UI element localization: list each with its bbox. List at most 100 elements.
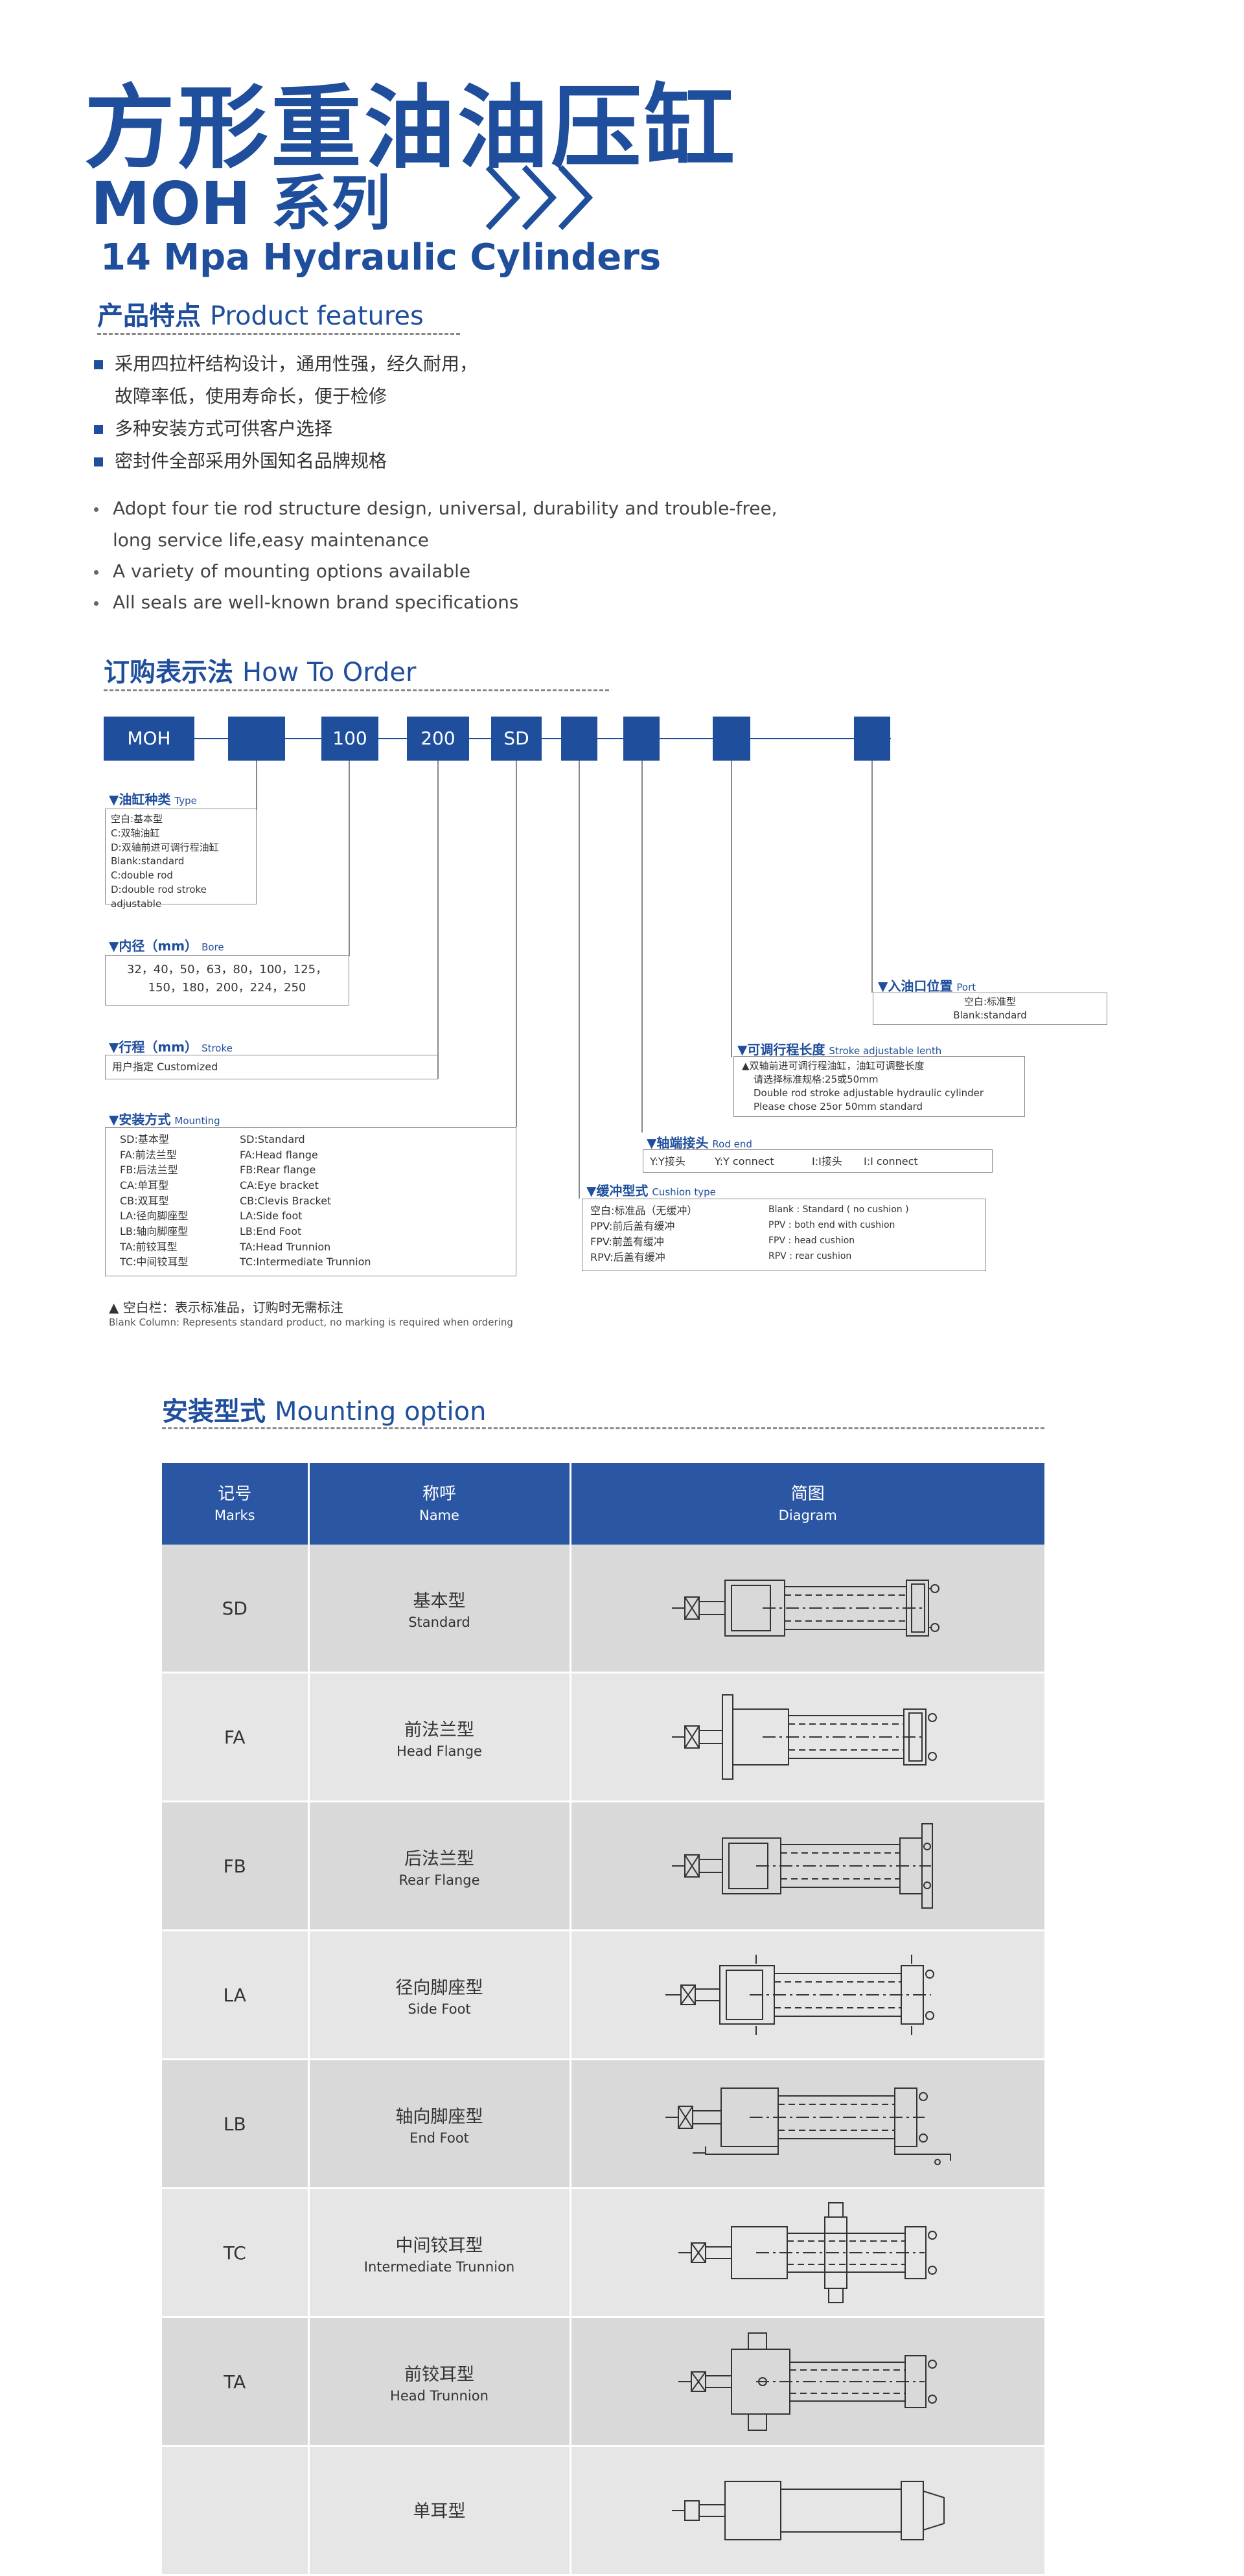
series-title: MOH 系列 bbox=[91, 169, 391, 238]
feature-cn-3: 密封件全部采用外国知名品牌规格 bbox=[94, 447, 387, 473]
features-divider bbox=[97, 333, 460, 335]
leader-stroke bbox=[437, 761, 439, 1079]
order-box-rodend bbox=[623, 717, 660, 761]
bore-label: ▼内径（mm）Bore bbox=[109, 938, 224, 954]
chevrons-icon bbox=[483, 162, 612, 236]
port-box: 空白:标准型 Blank:standard bbox=[873, 993, 1107, 1025]
leader-bore bbox=[349, 761, 350, 956]
cushion-box: 空白:标准品（无缓冲）Blank : Standard ( no cushion… bbox=[582, 1199, 986, 1271]
order-heading: 订购表示法 How To Order bbox=[104, 651, 416, 689]
order-divider bbox=[104, 689, 609, 691]
type-box: 空白:基本型 C:双轴油缸 D:双轴前进可调行程油缸 Blank:standar… bbox=[105, 809, 257, 910]
order-heading-cn: 订购表示法 bbox=[104, 658, 233, 687]
stroke-box: 用户指定 Customized bbox=[105, 1055, 438, 1079]
bullet-dot-icon bbox=[94, 601, 98, 606]
order-box-adjust bbox=[713, 717, 750, 761]
row-name: 单耳型 bbox=[308, 2446, 571, 2576]
order-box-type bbox=[228, 717, 285, 761]
intermediate-trunnion-cylinder-drawing bbox=[570, 2188, 1044, 2318]
feature-en-1: Adopt four tie rod structure design, uni… bbox=[94, 498, 778, 519]
feature-en-3: All seals are well-known brand specifica… bbox=[94, 592, 519, 613]
row-mark: LB bbox=[162, 2059, 310, 2189]
page-title: 方形重油油压缸 bbox=[84, 76, 738, 181]
adjust-box: ▲双轴前进可调行程油缸，油缸可调整长度 请选择标准规格:25或50mm Doub… bbox=[733, 1056, 1025, 1117]
standard-cylinder-drawing bbox=[570, 1545, 1044, 1673]
bullet-square-icon bbox=[94, 360, 103, 369]
order-box-port bbox=[854, 717, 890, 761]
order-box-bore: 100 bbox=[321, 717, 378, 761]
end-foot-cylinder-drawing bbox=[570, 2059, 1044, 2189]
row-mark: TA bbox=[162, 2317, 310, 2447]
rear-flange-cylinder-drawing bbox=[570, 1801, 1044, 1931]
mounting-option-heading-cn: 安装型式 bbox=[162, 1397, 266, 1427]
row-mark: FB bbox=[162, 1801, 310, 1931]
leader-mounting bbox=[516, 761, 517, 1127]
order-note-en: Blank Column: Represents standard produc… bbox=[109, 1317, 513, 1328]
feature-cn-2: 多种安装方式可供客户选择 bbox=[94, 415, 332, 441]
head-trunnion-cylinder-drawing bbox=[570, 2317, 1044, 2447]
row-mark: TC bbox=[162, 2188, 310, 2318]
mounting-option-divider bbox=[162, 1427, 1044, 1429]
rodend-box: Y:Y接头 Y:Y connect I:I接头 I:I connect bbox=[643, 1149, 993, 1173]
leader-cushion bbox=[579, 761, 580, 1199]
eye-bracket-cylinder-drawing bbox=[570, 2446, 1044, 2576]
leader-port bbox=[871, 761, 873, 993]
feature-en-2: A variety of mounting options available bbox=[94, 560, 470, 582]
table-row: 单耳型 bbox=[162, 2446, 1044, 2576]
order-box-mounting: SD bbox=[491, 717, 542, 761]
feature-cn-1: 采用四拉杆结构设计，通用性强，经久耐用， bbox=[94, 350, 478, 376]
mounting-option-heading: 安装型式 Mounting option bbox=[162, 1390, 486, 1428]
bullet-square-icon bbox=[94, 425, 103, 434]
row-mark bbox=[162, 2446, 310, 2576]
feature-en-1-cont: long service life,easy maintenance bbox=[113, 529, 429, 551]
side-foot-cylinder-drawing bbox=[570, 1930, 1044, 2060]
leader-type bbox=[256, 761, 257, 810]
features-heading-cn: 产品特点 bbox=[97, 301, 201, 331]
row-mark: FA bbox=[162, 1672, 310, 1802]
head-flange-cylinder-drawing bbox=[570, 1672, 1044, 1802]
leader-rodend bbox=[641, 761, 643, 1133]
order-note-cn: ▲ 空白栏：表示标准品，订购时无需标注 bbox=[109, 1300, 343, 1315]
features-heading: 产品特点 Product features bbox=[97, 295, 424, 332]
subtitle-english: 14 Mpa Hydraulic Cylinders bbox=[100, 236, 662, 279]
order-box-model: MOH bbox=[104, 717, 194, 761]
bullet-dot-icon bbox=[94, 507, 98, 512]
order-box-cushion bbox=[561, 717, 597, 761]
feature-cn-1-cont: 故障率低，使用寿命长，便于检修 bbox=[115, 385, 387, 407]
order-box-stroke: 200 bbox=[407, 717, 469, 761]
features-heading-en: Product features bbox=[210, 301, 424, 331]
mounting-option-heading-en: Mounting option bbox=[275, 1397, 487, 1427]
leader-adjust bbox=[731, 761, 732, 1057]
order-heading-en: How To Order bbox=[242, 658, 417, 687]
bullet-square-icon bbox=[94, 457, 103, 466]
bore-box: 32，40，50，63，80，100，125， 150，180，200，224，… bbox=[105, 955, 349, 1006]
stroke-label: ▼行程（mm）Stroke bbox=[109, 1039, 233, 1055]
bullet-dot-icon bbox=[94, 569, 98, 575]
